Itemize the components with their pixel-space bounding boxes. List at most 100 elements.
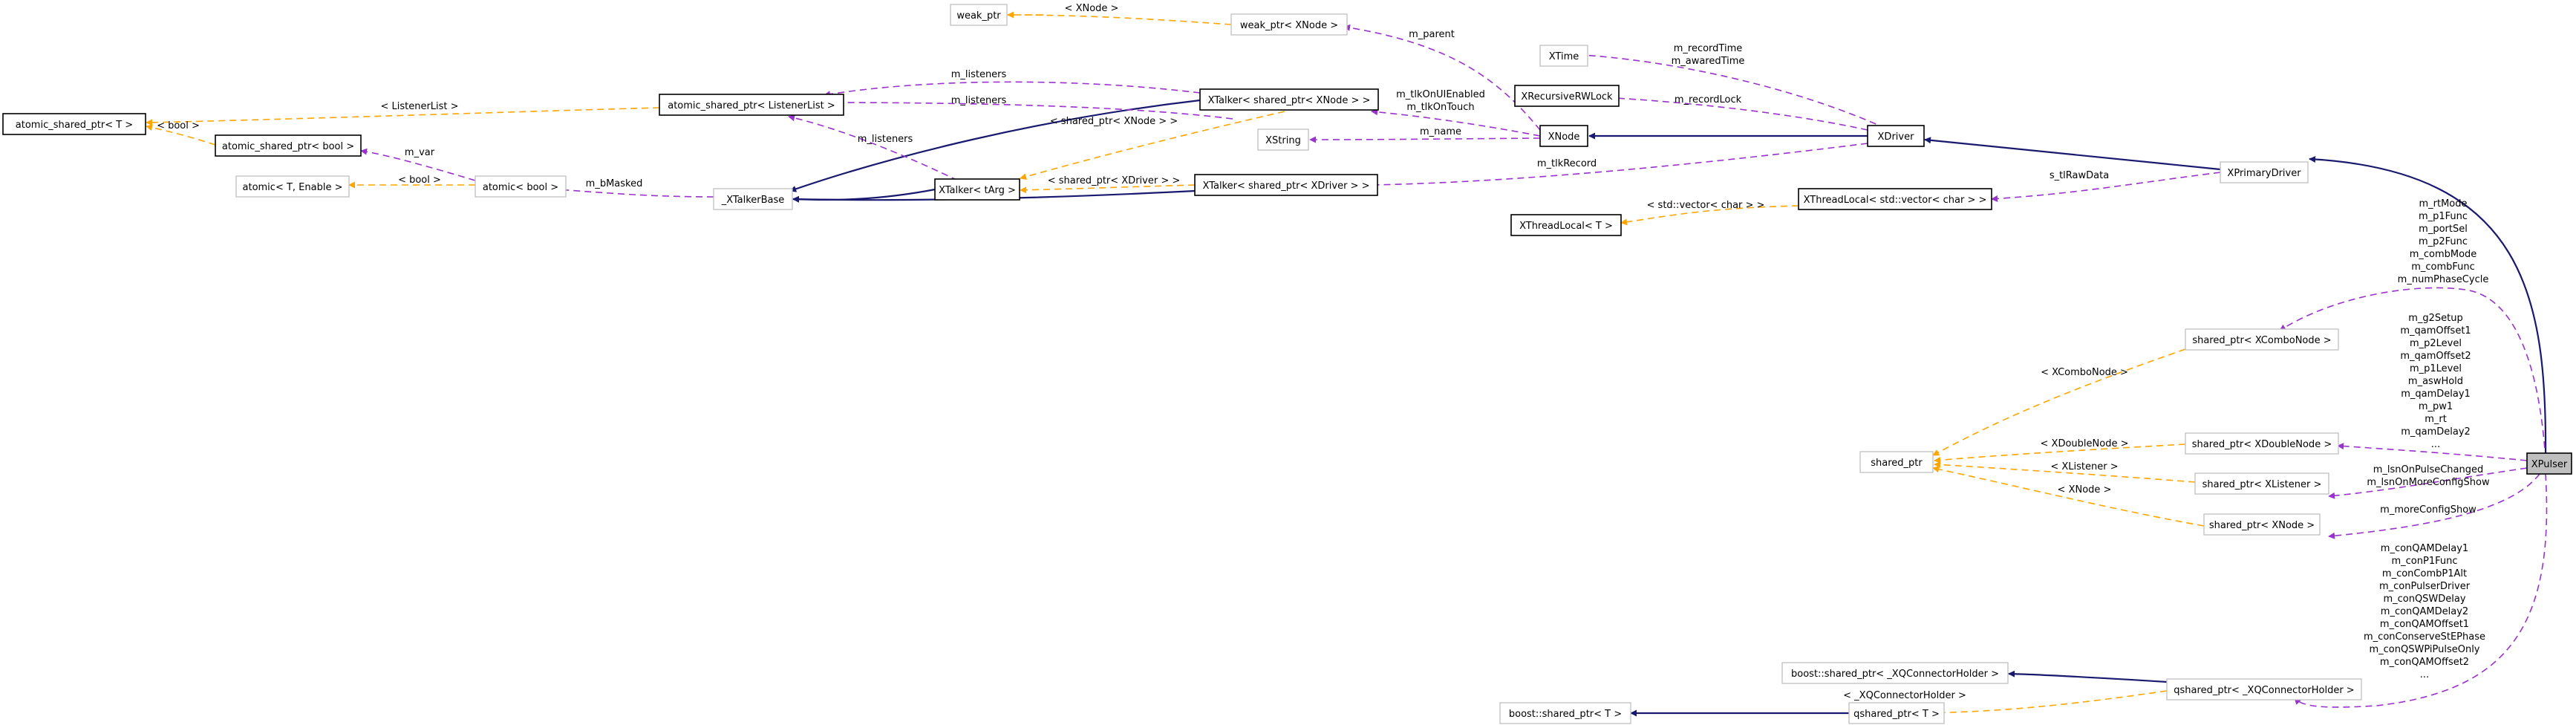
label-m-tlk-ui-enabled: m_tlkOnUIEnabled: [1396, 89, 1485, 100]
combo-member: m_rtMode: [2419, 198, 2467, 209]
node-label: _XTalkerBase: [721, 195, 785, 206]
node-box: [713, 188, 793, 210]
node-xtime[interactable]: XTime: [1539, 45, 1588, 67]
connector-member: m_conConserveStEPhase: [2364, 631, 2485, 643]
double-member: m_qamOffset2: [2400, 351, 2471, 362]
double-member: m_qamDelay1: [2401, 389, 2471, 400]
node-xprimarydriver[interactable]: XPrimaryDriver: [2220, 161, 2309, 183]
combo-member-list: m_rtMode m_p1Func m_portSel m_p2Func m_c…: [2398, 198, 2489, 285]
double-member-list: m_g2Setup m_qamOffset1 m_p2Level m_qamOf…: [2400, 313, 2471, 450]
node-boost-shared-ptr-t[interactable]: boost::shared_ptr< T >: [1499, 702, 1631, 724]
double-member: m_aswHold: [2408, 376, 2463, 387]
node-atomic-shared-ptr-t[interactable]: atomic_shared_ptr< T >: [2, 113, 146, 135]
node-label: atomic< T, Enable >: [243, 182, 343, 193]
edge-xpulser-xprimarydriver-inherit: [2309, 155, 2547, 460]
edges: [146, 11, 2548, 717]
node-box: [1499, 702, 1631, 724]
node-xtalker-shared-ptr-xdriver[interactable]: XTalker< shared_ptr< XDriver > >: [1194, 174, 1378, 196]
node-weak-ptr-xnode[interactable]: weak_ptr< XNode >: [1230, 13, 1348, 36]
node-box: [2526, 452, 2572, 475]
node-box: [2166, 678, 2362, 701]
node-shared-ptr-xcombonode[interactable]: shared_ptr< XComboNode >: [2185, 328, 2339, 351]
node-label: XPrimaryDriver: [2227, 168, 2301, 179]
node-xthreadlocal-vector[interactable]: XThreadLocal< std::vector< char > >: [1798, 188, 1992, 210]
label-s-tlrawdata: s_tlRawData: [2050, 170, 2109, 181]
node-shared-ptr[interactable]: shared_ptr: [1859, 451, 1934, 473]
node-box: [1257, 129, 1309, 151]
node-label: boost::shared_ptr< _XQConnectorHolder >: [1791, 669, 1999, 680]
node-label: XThreadLocal< std::vector< char > >: [1804, 195, 1987, 206]
node-box: [2220, 161, 2309, 183]
node-label: atomic< bool >: [483, 182, 558, 193]
nodes: weak_ptr weak_ptr< XNode > XTime atomic_…: [2, 4, 2572, 724]
edge-bool-template-asp: [146, 124, 216, 146]
node-label: XTalker< shared_ptr< XNode > >: [1208, 95, 1371, 106]
connector-member-list: m_conQAMDelay1 m_conP1Func m_conCombP1Al…: [2364, 543, 2485, 680]
node-xtalker-shared-ptr-xnode[interactable]: XTalker< shared_ptr< XNode > >: [1199, 88, 1379, 111]
node-label: qshared_ptr< T >: [1853, 709, 1940, 720]
node-xtalkerbase[interactable]: _XTalkerBase: [713, 188, 793, 210]
connector-member: m_conQAMDelay1: [2381, 543, 2468, 554]
edge-tlk-record: [1371, 143, 1868, 189]
node-shared-ptr-xdoublenode[interactable]: shared_ptr< XDoubleNode >: [2185, 432, 2339, 455]
label-m-bmasked: m_bMasked: [586, 178, 643, 189]
node-xtalker-targ[interactable]: XTalker< tArg >: [934, 178, 1020, 201]
node-box: [2185, 432, 2339, 455]
node-box: [1230, 13, 1348, 36]
edge-listeners-low: [788, 114, 959, 181]
node-atomic-bool[interactable]: atomic< bool >: [475, 175, 567, 198]
node-label: atomic_shared_ptr< T >: [16, 120, 133, 131]
node-qshared-ptr-connectorholder[interactable]: qshared_ptr< _XQConnectorHolder >: [2166, 678, 2362, 701]
node-xpulser[interactable]: XPulser: [2526, 452, 2572, 475]
label-m-record-time: m_recordTime: [1674, 43, 1743, 54]
node-xrecursive-rwlock[interactable]: XRecursiveRWLock: [1514, 85, 1620, 107]
node-shared-ptr-xnode[interactable]: shared_ptr< XNode >: [2203, 513, 2321, 536]
node-atomic-shared-ptr-bool[interactable]: atomic_shared_ptr< bool >: [215, 134, 362, 157]
combo-member: m_p2Func: [2419, 236, 2468, 247]
connector-member: ...: [2420, 669, 2429, 680]
node-xstring[interactable]: XString: [1257, 129, 1309, 151]
node-atomic-t-enable[interactable]: atomic< T, Enable >: [235, 175, 350, 198]
combo-member: m_p1Func: [2419, 211, 2468, 222]
edge-m-var: [360, 148, 476, 181]
node-box: [1539, 45, 1588, 67]
connector-member: m_conQSWDelay: [2383, 594, 2465, 605]
node-box: [2185, 328, 2339, 351]
edge-parent: [1343, 24, 1541, 131]
edge-m-bmasked: [557, 186, 714, 198]
edge-tlk-enabled: [1371, 108, 1541, 137]
listener-member-list: m_lsnOnPulseChanged m_lsnOnMoreConfigSho…: [2367, 464, 2490, 488]
node-box: [215, 134, 362, 157]
node-qshared-ptr-t[interactable]: qshared_ptr< T >: [1848, 702, 1945, 724]
node-box: [1867, 125, 1925, 147]
label-m-listeners-top: m_listeners: [951, 69, 1007, 80]
node-shared-ptr-xlistener[interactable]: shared_ptr< XListener >: [2194, 472, 2329, 495]
connector-member: m_conQAMOffset2: [2380, 657, 2469, 668]
node-box: [1199, 88, 1379, 111]
node-box: [1859, 451, 1934, 473]
node-label: boost::shared_ptr< T >: [1509, 709, 1622, 720]
node-atomic-shared-ptr-listenerlist[interactable]: atomic_shared_ptr< ListenerList >: [659, 94, 844, 116]
edge-labels: < XNode > m_parent m_recordTime m_awared…: [157, 3, 2490, 701]
node-box: [1848, 702, 1945, 724]
label-m-parent: m_parent: [1409, 29, 1455, 40]
node-label: XNode: [1548, 131, 1580, 143]
edge-xtalker-targ-inherit: [792, 188, 936, 203]
label-double-template: < XDoubleNode >: [2041, 438, 2129, 449]
node-xdriver[interactable]: XDriver: [1867, 125, 1925, 147]
node-label: shared_ptr< XComboNode >: [2192, 335, 2331, 346]
label-listenerlist-template: < ListenerList >: [380, 101, 458, 112]
node-weak-ptr[interactable]: weak_ptr: [950, 4, 1008, 26]
node-xnode[interactable]: XNode: [1539, 125, 1588, 147]
node-xthreadlocal-t[interactable]: XThreadLocal< T >: [1510, 214, 1622, 236]
node-label: shared_ptr< XNode >: [2209, 520, 2315, 531]
node-boost-shared-ptr-connectorholder[interactable]: boost::shared_ptr< _XQConnectorHolder >: [1781, 662, 2009, 684]
edge-xtalker-xnode-inherit: [789, 99, 1201, 192]
node-label: XPulser: [2531, 459, 2568, 470]
double-member: ...: [2431, 439, 2440, 450]
double-member: m_g2Setup: [2408, 313, 2463, 324]
edge-record-time: [1581, 51, 1887, 129]
node-label: XTime: [1549, 51, 1579, 62]
label-bool-template-1: < bool >: [157, 120, 200, 131]
